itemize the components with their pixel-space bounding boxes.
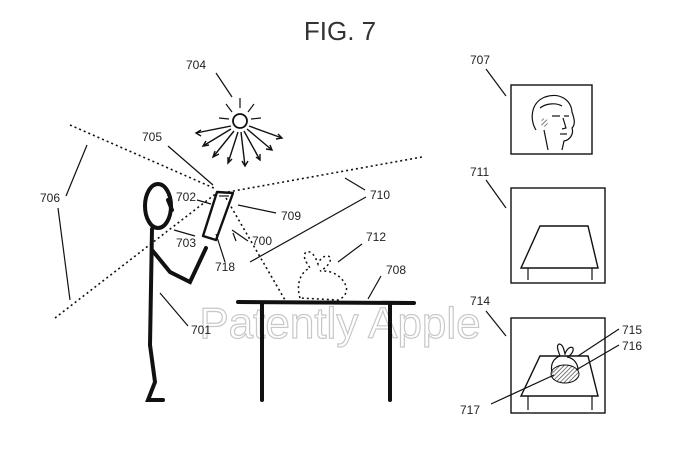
- label-707: 707: [470, 53, 490, 67]
- label-717: 717: [460, 403, 480, 417]
- label-704: 704: [186, 58, 206, 72]
- label-714: 714: [470, 294, 490, 308]
- figure-title: FIG. 7: [304, 16, 376, 46]
- label-711: 711: [470, 165, 489, 179]
- label-709: 709: [281, 209, 301, 223]
- label-715: 715: [622, 323, 642, 337]
- watermark-text: Patently Apple: [199, 299, 480, 348]
- panel-711-table-view: [510, 187, 606, 284]
- virtual-rabbit-dotted: [297, 250, 348, 301]
- leader-lines: [57, 68, 507, 337]
- label-700: 700: [252, 234, 272, 248]
- sun-icon: [194, 98, 284, 168]
- reference-numerals: 704 705 706 702 703 709 710 700 718 712 …: [40, 53, 642, 417]
- field-of-view-lines: [54, 124, 423, 319]
- panel-714-augmented-view: [490, 317, 620, 414]
- label-705: 705: [142, 130, 162, 144]
- label-712: 712: [366, 230, 386, 244]
- label-718: 718: [215, 260, 235, 274]
- stick-figure-user: [143, 182, 208, 402]
- label-703: 703: [176, 236, 196, 250]
- label-716: 716: [622, 339, 642, 353]
- panel-707-face-view: [510, 84, 593, 155]
- label-708: 708: [386, 263, 406, 277]
- handheld-device: [201, 190, 235, 242]
- label-701: 701: [191, 323, 211, 337]
- label-710: 710: [370, 188, 390, 202]
- label-702: 702: [176, 190, 196, 204]
- label-706: 706: [40, 191, 60, 205]
- table: [236, 300, 416, 402]
